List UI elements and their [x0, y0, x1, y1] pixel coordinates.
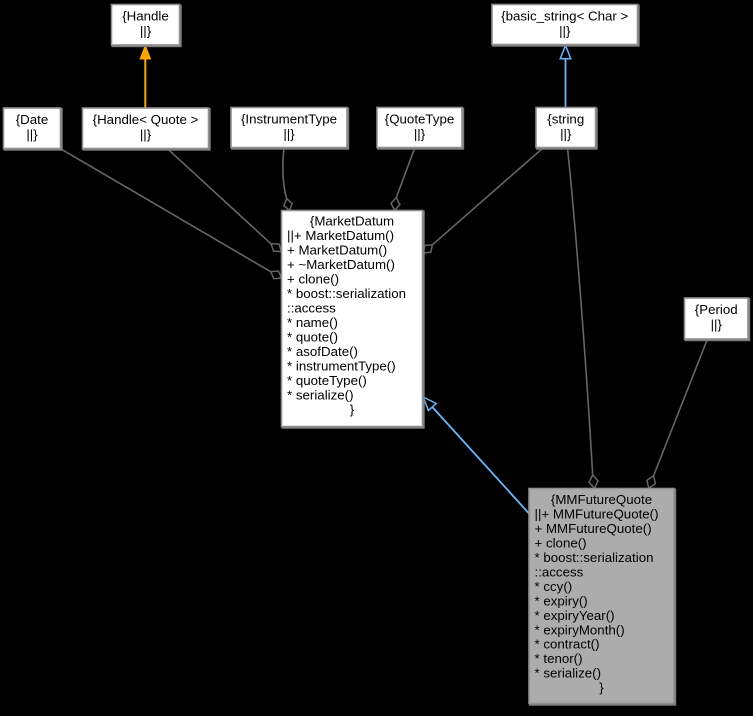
svg-text:}: } [599, 680, 604, 695]
svg-text:||}: ||} [711, 317, 723, 332]
svg-text:* quoteType(): * quoteType() [287, 373, 367, 388]
svg-text:{MMFutureQuote: {MMFutureQuote [551, 492, 652, 507]
svg-text:||}: ||} [560, 127, 572, 142]
svg-text:* name(): * name() [287, 315, 338, 330]
svg-text:* contract(): * contract() [535, 637, 600, 652]
svg-text:{string: {string [547, 111, 584, 126]
svg-text:||}: ||} [414, 127, 426, 142]
svg-text:::access: ::access [287, 301, 336, 316]
svg-text:* boost::serialization: * boost::serialization [287, 286, 406, 301]
svg-text:{QuoteType: {QuoteType [385, 111, 455, 126]
svg-text:* serialize(): * serialize() [287, 388, 354, 403]
svg-text:{InstrumentType: {InstrumentType [241, 111, 337, 126]
svg-text:||+ MMFutureQuote(): ||+ MMFutureQuote() [535, 507, 659, 522]
svg-text:||}: ||} [559, 24, 571, 39]
svg-text:+ MarketDatum(): + MarketDatum() [287, 243, 387, 258]
svg-text:+ ~MarketDatum(): + ~MarketDatum() [287, 257, 395, 272]
svg-text:{MarketDatum: {MarketDatum [310, 214, 394, 229]
svg-text:}: } [350, 402, 355, 417]
svg-text:* ccy(): * ccy() [535, 579, 573, 594]
svg-text:* expiryMonth(): * expiryMonth() [535, 622, 625, 637]
svg-text:* expiryYear(): * expiryYear() [535, 608, 615, 623]
svg-text:+ clone(): + clone() [535, 536, 587, 551]
svg-text:||}: ||} [140, 127, 152, 142]
svg-text:{basic_string< Char >: {basic_string< Char > [501, 8, 628, 23]
svg-text:* instrumentType(): * instrumentType() [287, 359, 396, 374]
svg-text:||}: ||} [26, 127, 38, 142]
svg-text:{Date: {Date [16, 112, 49, 127]
svg-text:::access: ::access [535, 564, 584, 579]
svg-text:{Handle: {Handle [122, 8, 169, 23]
svg-text:+ clone(): + clone() [287, 272, 339, 287]
svg-text:* quote(): * quote() [287, 330, 338, 345]
svg-text:||}: ||} [140, 24, 152, 39]
svg-text:||}: ||} [283, 127, 295, 142]
svg-text:* serialize(): * serialize() [535, 666, 602, 681]
svg-text:||+ MarketDatum(): ||+ MarketDatum() [287, 228, 394, 243]
svg-text:* tenor(): * tenor() [535, 651, 583, 666]
svg-text:* expiry(): * expiry() [535, 593, 588, 608]
svg-text:* asofDate(): * asofDate() [287, 344, 358, 359]
svg-text:{Handle< Quote >: {Handle< Quote > [93, 112, 199, 127]
svg-text:{Period: {Period [695, 302, 738, 317]
svg-text:* boost::serialization: * boost::serialization [535, 550, 654, 565]
svg-text:+ MMFutureQuote(): + MMFutureQuote() [535, 521, 652, 536]
